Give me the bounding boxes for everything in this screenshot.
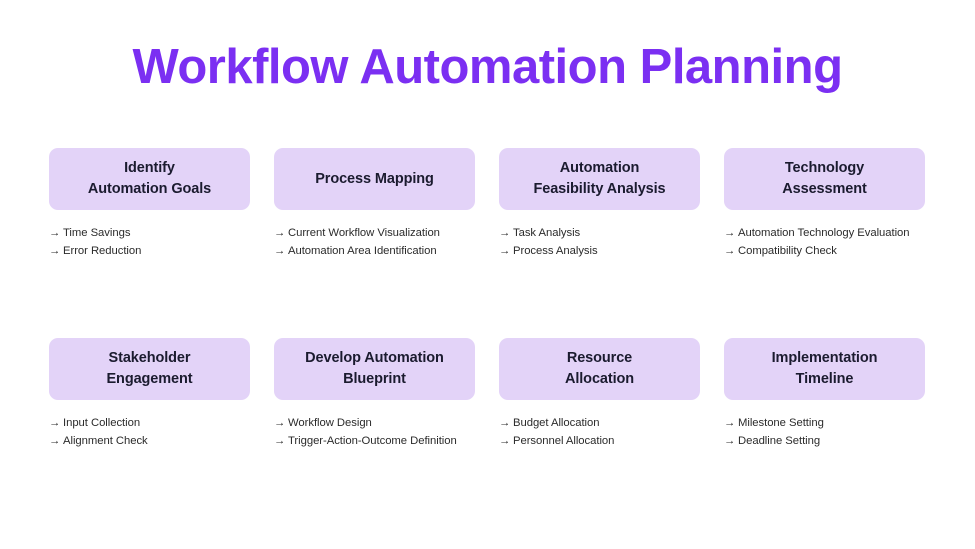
step-title-line-1: Implementation — [771, 350, 878, 366]
step-points-list: →Input Collection →Alignment Check — [49, 415, 250, 450]
arrow-icon: → — [49, 434, 61, 447]
list-item: →Automation Technology Evaluation — [724, 225, 925, 243]
step-title-line-2: Feasibility Analysis — [533, 181, 666, 197]
list-item: →Compatibility Check — [724, 243, 925, 261]
arrow-icon: → — [274, 434, 286, 447]
step-title-line-1: Process Mapping — [315, 170, 434, 187]
list-item-label: Compatibility Check — [738, 244, 837, 257]
step-title-line-1: Technology — [784, 160, 865, 176]
list-item: →Milestone Setting — [724, 415, 925, 433]
step-title: Develop Automation Blueprint — [305, 348, 444, 390]
list-item-label: Current Workflow Visualization — [288, 227, 440, 239]
arrow-icon: → — [274, 244, 286, 257]
arrow-icon: → — [499, 227, 511, 239]
step-card-develop-automation-blueprint[interactable]: Develop Automation Blueprint →Workflow D… — [274, 338, 475, 466]
arrow-icon: → — [499, 417, 511, 429]
arrow-icon: → — [724, 244, 736, 257]
step-points-list: →Milestone Setting →Deadline Setting — [724, 415, 925, 450]
arrow-icon: → — [724, 434, 736, 447]
step-points-list: →Time Savings →Error Reduction — [49, 225, 250, 260]
list-item-label: Automation Area Identification — [288, 244, 437, 257]
arrow-icon: → — [274, 227, 286, 239]
step-title: Technology Assessment — [782, 158, 867, 200]
arrow-icon: → — [499, 244, 511, 257]
list-item: →Budget Allocation — [499, 415, 700, 433]
step-card-automation-feasibility-analysis[interactable]: Automation Feasibility Analysis →Task An… — [499, 148, 700, 276]
step-header-stakeholder-engagement[interactable]: Stakeholder Engagement — [49, 338, 250, 400]
list-item-label: Personnel Allocation — [513, 434, 615, 447]
step-title: Implementation Timeline — [772, 348, 878, 390]
list-item-label: Process Analysis — [513, 244, 598, 257]
step-card-identify-automation-goals[interactable]: Identify Automation Goals →Time Savings … — [49, 148, 250, 276]
list-item: →Workflow Design — [274, 415, 475, 433]
step-header-implementation-timeline[interactable]: Implementation Timeline — [724, 338, 925, 400]
steps-row-top: Identify Automation Goals →Time Savings … — [49, 148, 926, 276]
step-title: Process Mapping — [315, 169, 434, 190]
list-item-label: Time Savings — [63, 227, 131, 239]
step-title-line-2: Automation Goals — [87, 181, 212, 197]
page-title: Workflow Automation Planning — [132, 40, 843, 94]
step-title-line-2: Timeline — [795, 371, 854, 387]
arrow-icon: → — [274, 417, 286, 429]
list-item-label: Budget Allocation — [513, 417, 600, 429]
list-item-label: Workflow Design — [288, 417, 372, 429]
list-item-label: Trigger-Action-Outcome Definition — [288, 434, 457, 447]
list-item: →Time Savings — [49, 225, 250, 243]
list-item: →Deadline Setting — [724, 433, 925, 451]
list-item-label: Error Reduction — [63, 244, 142, 257]
list-item-label: Input Collection — [63, 417, 141, 429]
list-item: →Error Reduction — [49, 243, 250, 261]
step-title-line-1: Resource — [566, 350, 633, 366]
list-item-label: Automation Technology Evaluation — [738, 227, 910, 239]
arrow-icon: → — [724, 417, 736, 429]
step-title-line-1: Develop Automation — [305, 350, 444, 366]
step-points-list: →Workflow Design →Trigger-Action-Outcome… — [274, 415, 475, 450]
list-item: →Input Collection — [49, 415, 250, 433]
arrow-icon: → — [499, 434, 511, 447]
arrow-icon: → — [49, 417, 61, 429]
list-item-label: Deadline Setting — [738, 434, 821, 447]
step-card-process-mapping[interactable]: Process Mapping →Current Workflow Visual… — [274, 148, 475, 276]
step-title-line-2: Engagement — [106, 371, 193, 387]
step-card-implementation-timeline[interactable]: Implementation Timeline →Milestone Setti… — [724, 338, 925, 466]
step-card-resource-allocation[interactable]: Resource Allocation →Budget Allocation →… — [499, 338, 700, 466]
list-item: →Current Workflow Visualization — [274, 225, 475, 243]
list-item: →Task Analysis — [499, 225, 700, 243]
step-title: Identify Automation Goals — [88, 158, 211, 200]
step-title-line-2: Assessment — [782, 181, 867, 197]
list-item: →Automation Area Identification — [274, 243, 475, 261]
step-title-line-1: Stakeholder — [108, 350, 191, 366]
step-header-automation-feasibility-analysis[interactable]: Automation Feasibility Analysis — [499, 148, 700, 210]
step-points-list: →Automation Technology Evaluation →Compa… — [724, 225, 925, 260]
step-header-identify-automation-goals[interactable]: Identify Automation Goals — [49, 148, 250, 210]
arrow-icon: → — [49, 227, 61, 239]
step-header-resource-allocation[interactable]: Resource Allocation — [499, 338, 700, 400]
list-item-label: Alignment Check — [63, 434, 148, 447]
list-item-label: Milestone Setting — [738, 417, 824, 429]
arrow-icon: → — [724, 227, 736, 239]
step-title-line-1: Automation — [559, 160, 640, 176]
step-points-list: →Budget Allocation →Personnel Allocation — [499, 415, 700, 450]
step-title-line-2: Blueprint — [343, 371, 406, 387]
step-points-list: →Task Analysis →Process Analysis — [499, 225, 700, 260]
step-header-process-mapping[interactable]: Process Mapping — [274, 148, 475, 210]
step-title-line-1: Identify — [124, 160, 175, 176]
list-item: →Process Analysis — [499, 243, 700, 261]
list-item: →Personnel Allocation — [499, 433, 700, 451]
step-header-technology-assessment[interactable]: Technology Assessment — [724, 148, 925, 210]
step-title: Stakeholder Engagement — [106, 348, 192, 390]
steps-row-bottom: Stakeholder Engagement →Input Collection… — [49, 338, 926, 466]
step-card-technology-assessment[interactable]: Technology Assessment →Automation Techno… — [724, 148, 925, 276]
step-title-line-2: Allocation — [564, 371, 635, 387]
list-item: →Trigger-Action-Outcome Definition — [274, 433, 475, 451]
list-item: →Alignment Check — [49, 433, 250, 451]
step-title: Resource Allocation — [565, 348, 634, 390]
list-item-label: Task Analysis — [513, 227, 581, 239]
step-points-list: →Current Workflow Visualization →Automat… — [274, 225, 475, 260]
step-card-stakeholder-engagement[interactable]: Stakeholder Engagement →Input Collection… — [49, 338, 250, 466]
step-title: Automation Feasibility Analysis — [533, 158, 665, 200]
step-header-develop-automation-blueprint[interactable]: Develop Automation Blueprint — [274, 338, 475, 400]
arrow-icon: → — [49, 244, 61, 257]
